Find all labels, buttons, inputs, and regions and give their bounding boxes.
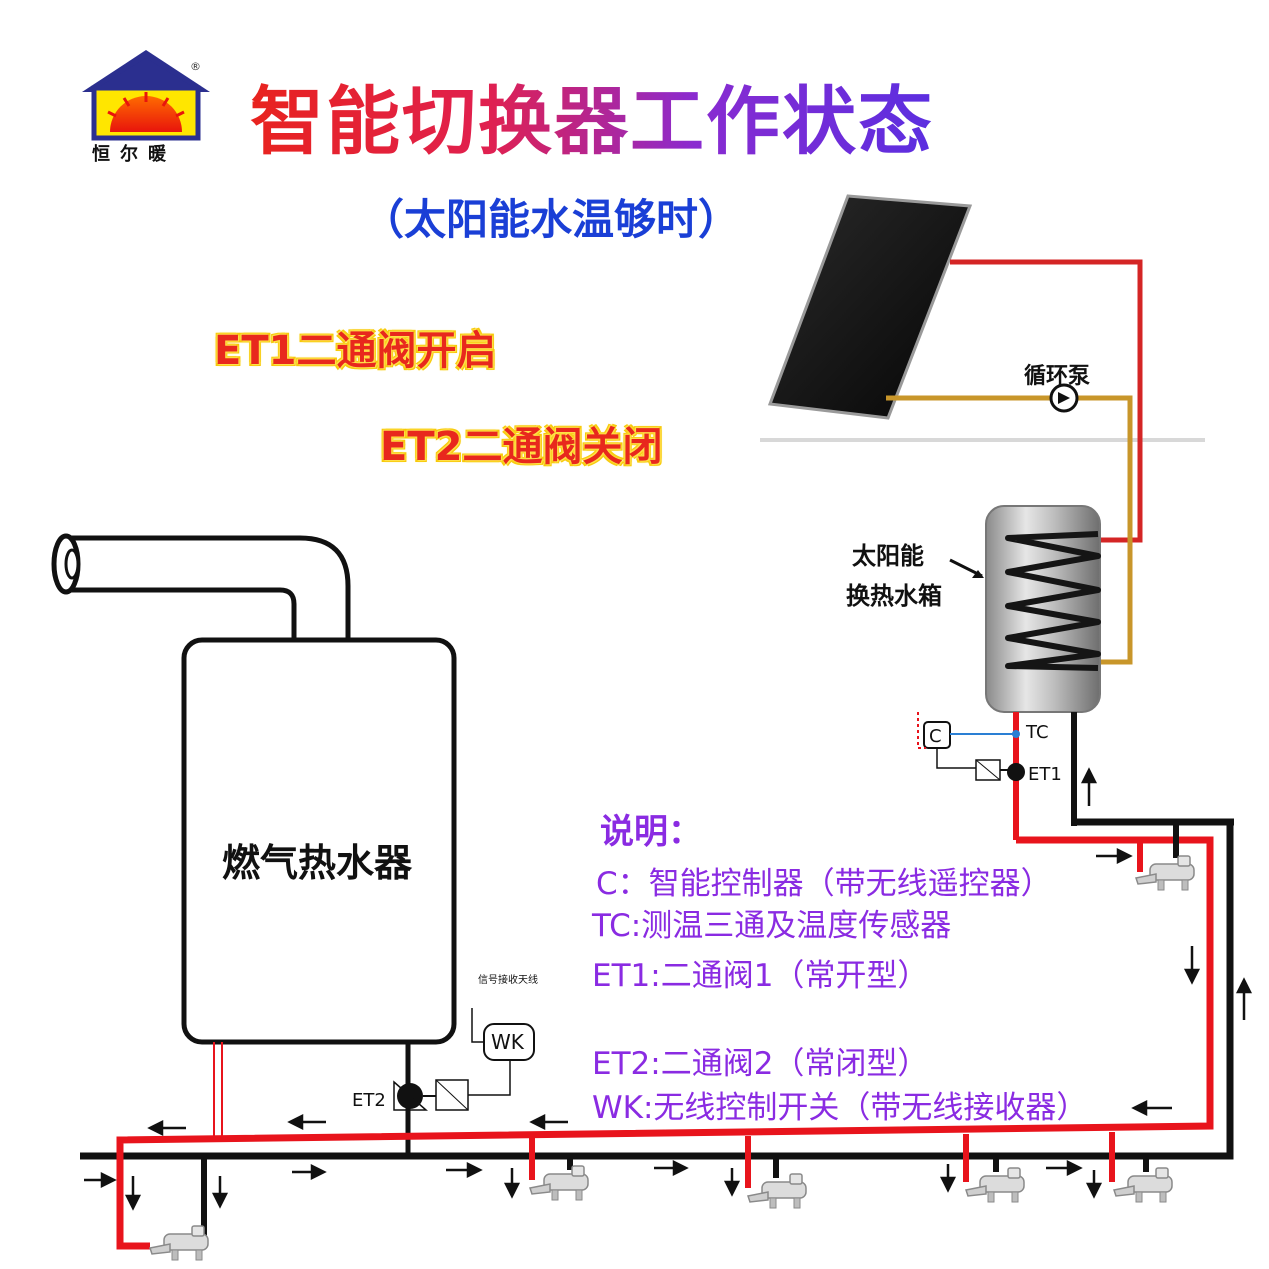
et1-label: ET1 [1028, 764, 1062, 785]
faucet-icon[interactable] [529, 1165, 589, 1201]
controller-c [917, 712, 1014, 769]
faucet-icon[interactable] [149, 1225, 209, 1261]
pump-icon [1049, 383, 1079, 413]
antenna-label: 信号接收天线 [478, 975, 538, 986]
faucet-icon[interactable] [965, 1167, 1025, 1203]
solar-tank [985, 505, 1101, 713]
legend-item: ET1:二通阀1（常开型） [592, 958, 929, 994]
valve-icon [393, 1060, 511, 1111]
controller-c-label: C [929, 726, 942, 747]
tc-label: TC [1026, 722, 1049, 743]
solar-tank-label-2: 换热水箱 [846, 582, 942, 610]
house-logo-icon [82, 50, 210, 141]
legend-item: TC:测温三通及温度传感器 [592, 908, 952, 944]
legend-item: C：智能控制器（带无线遥控器） [596, 866, 1052, 902]
gas-heater [51, 533, 457, 1045]
legend-item: WK:无线控制开关（带无线接收器） [592, 1090, 1088, 1126]
page-subtitle: （太阳能水温够时） [362, 195, 741, 244]
solar-hot-pipe [950, 259, 1143, 543]
status-et1: ET1二通阀开启 [214, 328, 497, 374]
pump-label: 循环泵 [1024, 364, 1091, 389]
logo-text: 恒尔暖 [92, 144, 176, 165]
et2-label: ET2 [352, 1090, 386, 1111]
solar-tank-label: 太阳能 [852, 542, 924, 570]
legend-item: ET2:二通阀2（常闭型） [592, 1046, 929, 1082]
flow-arrow-icon [84, 767, 1253, 1211]
gas-heater-label: 燃气热水器 [222, 841, 413, 885]
valve-icon [975, 730, 1025, 781]
faucet-icon[interactable] [1135, 855, 1195, 891]
solar-return-pipe [886, 395, 1133, 665]
faucet-icon[interactable] [747, 1173, 807, 1209]
registered-mark: ® [190, 60, 201, 73]
faucet-icon[interactable] [1113, 1167, 1173, 1203]
wk-label: WK [491, 1030, 524, 1054]
branch-pipes [201, 822, 1179, 1236]
status-et2: ET2二通阀关闭 [380, 424, 663, 470]
page-title: 智能切换器工作状态 [250, 62, 934, 169]
legend-title: 说明： [600, 812, 702, 852]
wk-switch [471, 1008, 535, 1061]
solar-panel-icon [767, 194, 973, 420]
